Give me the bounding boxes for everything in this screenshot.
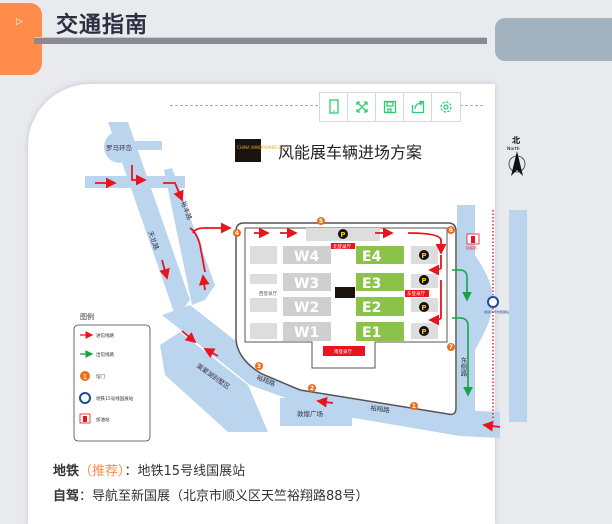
parking-icon: P (421, 328, 426, 336)
exit-routes (452, 269, 473, 397)
share-button[interactable] (404, 93, 432, 121)
halls-east: E4 E3 E2 E1 (356, 246, 404, 341)
north-arrow-icon (511, 151, 523, 176)
svg-text:加油站: 加油站 (466, 245, 477, 250)
hall-w4[interactable]: W4 (294, 249, 319, 265)
north-indicator: 北 North (507, 135, 526, 176)
hall-e1[interactable]: E1 (362, 325, 381, 341)
svg-text:加油站: 加油站 (96, 416, 110, 423)
windpower-logo (235, 139, 261, 162)
gate-3[interactable]: 3 (257, 363, 261, 370)
legend-title: 图例 (80, 312, 94, 321)
svg-text:进馆线路: 进馆线路 (96, 332, 114, 339)
parking-icon: P (340, 231, 345, 239)
gate-4[interactable]: 4 (235, 230, 239, 237)
svg-text:1: 1 (83, 373, 87, 381)
share-icon (411, 100, 424, 114)
map-toolbar (319, 92, 461, 122)
settings-icon (440, 101, 452, 113)
gas-station[interactable]: 加油站 (466, 233, 480, 250)
hall-w3[interactable]: W3 (294, 276, 319, 292)
map-title: CHINA WINDPOWER 2021 风能展车辆进场方案 (235, 139, 422, 162)
parking-icon: P (421, 304, 426, 312)
gate-2[interactable]: 2 (310, 385, 314, 392)
mobile-button[interactable] (320, 93, 348, 121)
svg-text:馆门: 馆门 (96, 373, 105, 380)
hall-e3[interactable]: E3 (362, 276, 381, 292)
label-east-road: 东侧路 (459, 356, 467, 378)
gas-station-icon (471, 236, 475, 243)
label-roundabout: 罗马环岛 (106, 143, 132, 152)
logo-text: CHINA WINDPOWER 2021 (237, 145, 289, 150)
save-button[interactable] (376, 93, 404, 121)
fullscreen-button[interactable] (348, 93, 376, 121)
gate-7[interactable]: 7 (449, 344, 453, 351)
gate-6[interactable]: 6 (449, 227, 453, 234)
play-icon: ▷ (16, 17, 23, 27)
svg-text:北: 北 (512, 135, 520, 145)
svg-text:出馆线路: 出馆线路 (96, 351, 114, 358)
gate-1[interactable]: 1 (412, 403, 416, 410)
parking: P P P P P (338, 229, 429, 336)
parking-icon: P (421, 252, 426, 260)
legend: 图例 进馆线路 出馆线路 1 馆门 地铁15号线国展站 加油站 (73, 312, 151, 442)
drive-info: 自驾：导航至新国展（北京市顺义区天竺裕翔路88号） (53, 489, 369, 504)
svg-text:North: North (507, 146, 520, 152)
gate-5[interactable]: 5 (319, 218, 323, 225)
label-yuxiang-2: 裕翔路 (370, 403, 391, 415)
hall-e2[interactable]: E2 (362, 300, 381, 316)
lobby-south: 南登录厅 (334, 348, 352, 355)
hall-w2[interactable]: W2 (294, 300, 319, 316)
parking-icon: P (421, 277, 426, 285)
svg-text:地铁15号线国展站: 地铁15号线国展站 (484, 309, 509, 314)
lobbies: 北登录厅 西登录厅 东登录厅 南登录厅 (259, 243, 429, 356)
page-title: 交通指南 (56, 13, 149, 38)
entry-routes (95, 165, 501, 432)
lobby-north: 北登录厅 (333, 243, 351, 250)
lobby-west: 西登录厅 (259, 290, 277, 297)
gates: 1 2 3 4 5 6 7 (233, 217, 455, 410)
label-plaza: 敦煌广场 (297, 409, 324, 418)
side-tab[interactable] (495, 18, 612, 61)
svg-text:地铁15号线国展站: 地铁15号线国展站 (96, 395, 134, 402)
metro-station[interactable]: 地铁15号线国展站 (484, 296, 509, 314)
save-icon (383, 100, 396, 114)
hall-w1[interactable]: W1 (294, 325, 319, 341)
title-underline (34, 37, 487, 44)
lobby-east: 东登录厅 (407, 290, 425, 297)
metro-info: 地铁（推荐）：地铁15号线国展站 (53, 464, 246, 479)
halls-west: W4 W3 W2 W1 (283, 246, 331, 341)
settings-button[interactable] (432, 93, 460, 121)
mobile-icon (328, 99, 339, 114)
hall-e4[interactable]: E4 (362, 249, 382, 265)
fullscreen-icon (355, 101, 368, 113)
map-title-text: 风能展车辆进场方案 (278, 143, 422, 162)
